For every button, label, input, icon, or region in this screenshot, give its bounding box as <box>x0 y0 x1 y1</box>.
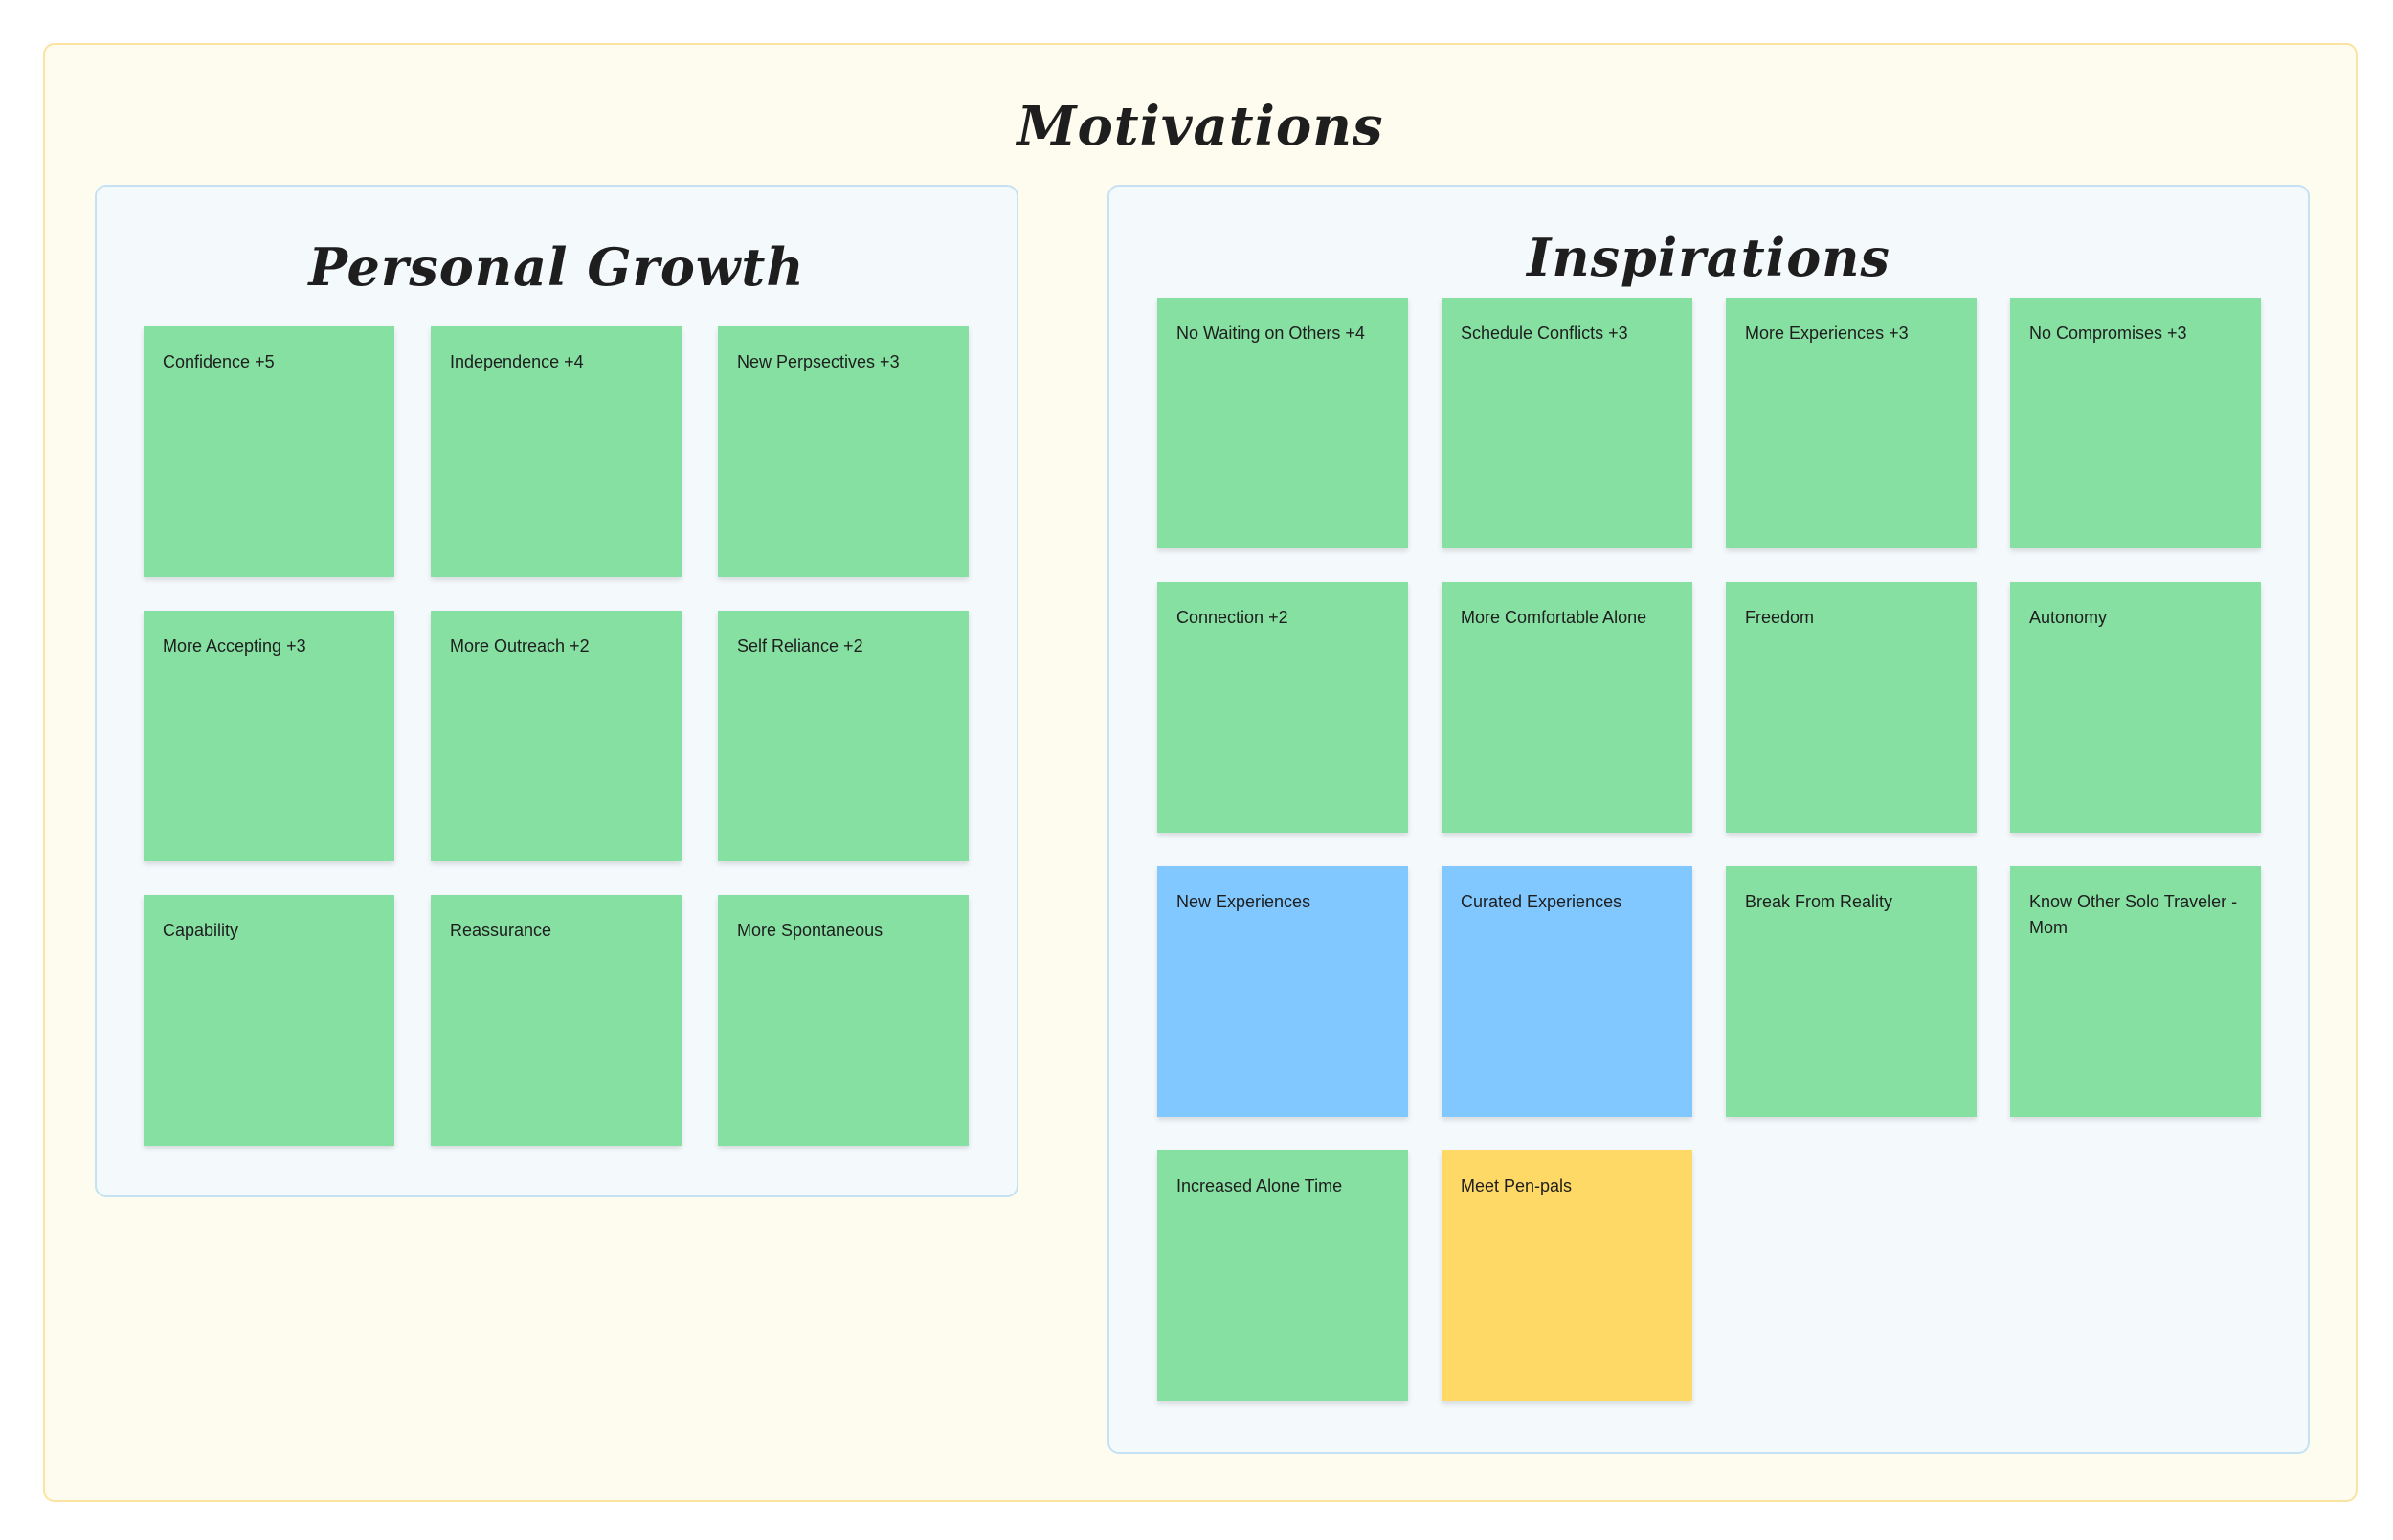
sticky-note[interactable]: More Spontaneous <box>718 895 969 1146</box>
personal-growth-notes: Confidence +5 Independence +4 New Perpse… <box>144 326 969 1146</box>
inspirations-title[interactable]: Inspirations <box>1527 227 1890 288</box>
personal-growth-title[interactable]: Personal Growth <box>308 236 805 298</box>
personal-growth-section[interactable]: Personal Growth Confidence +5 Independen… <box>95 185 1018 1197</box>
board-title[interactable]: Motivations <box>1017 95 1384 158</box>
motivations-board: Motivations Personal Growth Confidence +… <box>43 43 2358 1502</box>
sticky-note[interactable]: No Compromises +3 <box>2010 298 2261 548</box>
sticky-note[interactable]: More Comfortable Alone <box>1442 582 1692 833</box>
sticky-note[interactable]: Increased Alone Time <box>1157 1150 1408 1401</box>
sticky-note[interactable]: Schedule Conflicts +3 <box>1442 298 1692 548</box>
inspirations-notes: No Waiting on Others +4 Schedule Conflic… <box>1157 298 2261 1401</box>
sticky-note[interactable]: New Perpsectives +3 <box>718 326 969 577</box>
sticky-note[interactable]: Independence +4 <box>431 326 682 577</box>
sticky-note[interactable]: Autonomy <box>2010 582 2261 833</box>
sticky-note[interactable]: Meet Pen-pals <box>1442 1150 1692 1401</box>
sticky-note[interactable]: More Experiences +3 <box>1726 298 1977 548</box>
sticky-note[interactable]: More Outreach +2 <box>431 611 682 861</box>
sticky-note[interactable]: Know Other Solo Traveler - Mom <box>2010 866 2261 1117</box>
sticky-note[interactable]: Capability <box>144 895 394 1146</box>
sticky-note[interactable]: Curated Experiences <box>1442 866 1692 1117</box>
sticky-note[interactable]: Freedom <box>1726 582 1977 833</box>
sticky-note[interactable]: Break From Reality <box>1726 866 1977 1117</box>
sticky-note[interactable]: Self Reliance +2 <box>718 611 969 861</box>
sticky-note[interactable]: Connection +2 <box>1157 582 1408 833</box>
sticky-note[interactable]: Confidence +5 <box>144 326 394 577</box>
sticky-note[interactable]: No Waiting on Others +4 <box>1157 298 1408 548</box>
sticky-note[interactable]: Reassurance <box>431 895 682 1146</box>
inspirations-section[interactable]: Inspirations No Waiting on Others +4 Sch… <box>1107 185 2310 1454</box>
sticky-note[interactable]: More Accepting +3 <box>144 611 394 861</box>
sticky-note[interactable]: New Experiences <box>1157 866 1408 1117</box>
